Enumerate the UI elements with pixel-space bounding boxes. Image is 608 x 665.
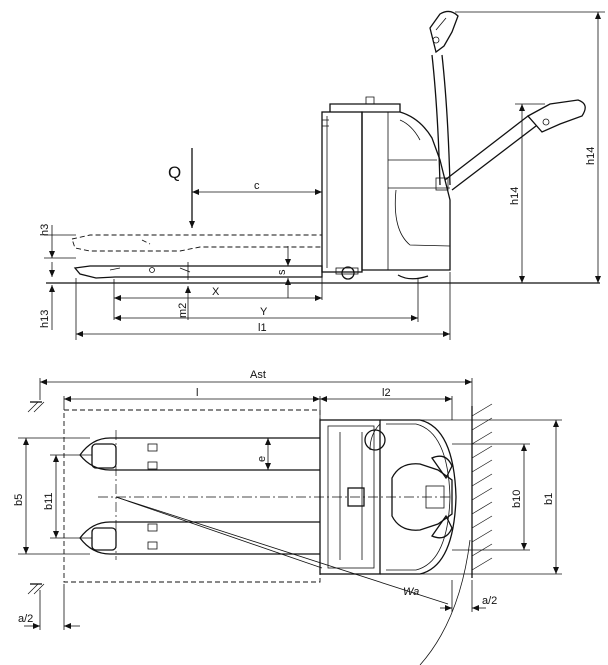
chassis-plate xyxy=(319,419,381,575)
label-wa: Wa xyxy=(403,586,419,598)
drive-wheel xyxy=(397,274,429,280)
drive-unit-body xyxy=(361,111,451,271)
label-a2-left: a/2 xyxy=(18,613,33,625)
label-y: Y xyxy=(260,306,268,318)
fork-raised xyxy=(71,234,323,252)
wall-left-top-hatch xyxy=(27,401,45,413)
label-a2-right: a/2 xyxy=(482,595,497,607)
castor-bracket xyxy=(335,267,359,275)
fork-slot xyxy=(147,523,158,532)
tiller-top xyxy=(391,463,453,531)
label-x: X xyxy=(212,286,220,298)
wall-right-hatch xyxy=(471,403,493,571)
label-h14-inner: h14 xyxy=(509,187,521,205)
label-e: e xyxy=(256,456,268,462)
label-b10: b10 xyxy=(511,490,523,508)
fork-slot xyxy=(147,461,158,470)
label-b5: b5 xyxy=(13,494,25,506)
tiller-grip-top xyxy=(431,455,453,480)
fork-hole xyxy=(149,267,155,273)
label-ast: Ast xyxy=(250,369,266,381)
label-l2: l2 xyxy=(382,387,391,399)
tiller-pivot xyxy=(435,177,449,191)
wall-left-bottom-hatch xyxy=(27,583,45,595)
label-s: s xyxy=(276,269,288,275)
drive-unit-top-inner xyxy=(386,423,451,571)
tiller-grip-bottom xyxy=(431,514,453,539)
fork-raised-detail xyxy=(141,239,151,245)
turning-arc xyxy=(419,539,471,665)
center-connector xyxy=(347,487,365,507)
tiller-vertical-back xyxy=(441,54,451,186)
load-roller-bottom xyxy=(91,527,117,551)
fork-lowered xyxy=(73,265,323,279)
tiller-head-inclined xyxy=(526,99,586,133)
label-l1: l1 xyxy=(258,322,267,334)
pallet-outline xyxy=(63,409,321,583)
tiller-inclined xyxy=(444,115,529,181)
tiller-head-button xyxy=(432,36,440,44)
tiller-head-vertical xyxy=(429,10,459,54)
side-view: Q c h3 s h13 m2 X Y l1 xyxy=(39,10,605,340)
fork-slot xyxy=(147,443,158,452)
top-cover xyxy=(329,103,401,112)
castor-wheel xyxy=(341,266,355,280)
drive-unit-top xyxy=(380,419,457,575)
label-c: c xyxy=(254,180,260,192)
tiller-vertical xyxy=(431,54,441,186)
tiller-top-center xyxy=(425,485,445,509)
turning-radius-line xyxy=(115,496,449,605)
tiller-head-detail xyxy=(435,17,447,31)
drive-unit-curve xyxy=(394,189,451,247)
label-l: l xyxy=(196,387,198,399)
battery-box-slot xyxy=(322,119,329,127)
fork-slot xyxy=(147,541,158,550)
battery-box xyxy=(321,111,363,273)
label-q: Q xyxy=(168,163,181,182)
battery-top xyxy=(327,425,375,569)
tiller-inclined-back xyxy=(451,125,537,191)
label-h14-outer: h14 xyxy=(585,147,597,165)
top-view: Ast l l2 e xyxy=(13,369,562,665)
load-roller-top xyxy=(91,443,117,469)
tiller-head-inclined-button xyxy=(542,118,550,126)
label-b11: b11 xyxy=(43,492,55,510)
control-knob xyxy=(364,429,386,451)
label-b1: b1 xyxy=(543,493,555,505)
body-curve xyxy=(369,423,381,451)
label-h3: h3 xyxy=(39,224,51,236)
drive-unit-curve-top xyxy=(399,119,421,141)
label-h13: h13 xyxy=(39,310,51,328)
turning-diagonal xyxy=(115,496,323,569)
top-cover-handle xyxy=(365,96,375,104)
label-m2: m2 xyxy=(177,303,189,318)
